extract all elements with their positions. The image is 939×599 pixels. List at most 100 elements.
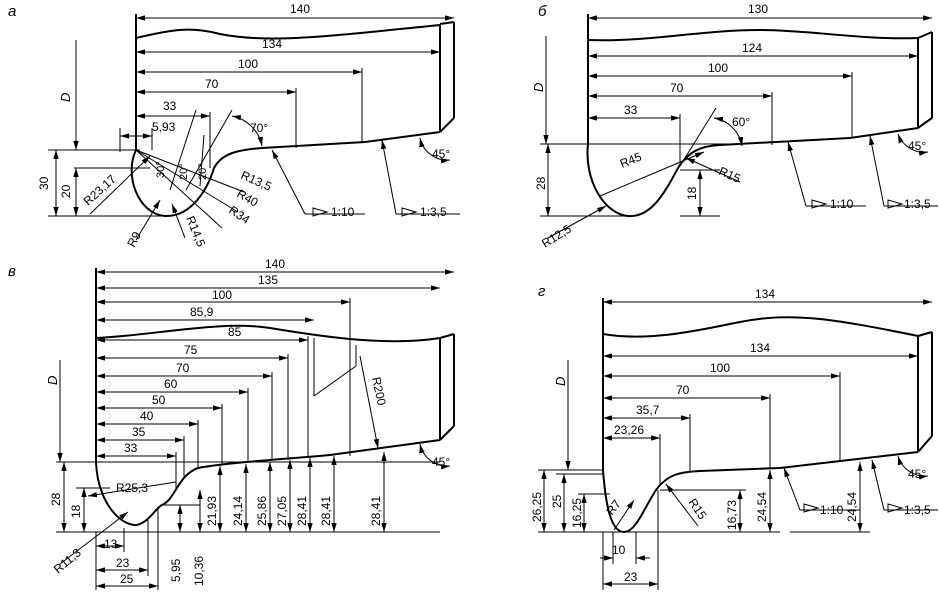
dim-a-20: 20 bbox=[59, 184, 73, 198]
rad-a-9: R9 bbox=[124, 229, 144, 249]
dim-v-25: 25 bbox=[120, 572, 134, 586]
panel-a: а 140 134 100 70 33 5,93 D 30 bbox=[8, 2, 460, 249]
dim-v-85: 85 bbox=[228, 325, 242, 339]
panel-a-top-profile bbox=[135, 24, 441, 40]
dim-a-593: 5,93 bbox=[152, 120, 176, 134]
panel-v: в 140 135 100 85,9 85 75 70 60 50 bbox=[8, 257, 455, 590]
ang-v-45: 45° bbox=[432, 455, 450, 469]
dim-b-70: 70 bbox=[670, 81, 684, 95]
ang-a-30: 30° bbox=[155, 161, 167, 178]
taper-g-2: 1:3,5 bbox=[904, 503, 931, 517]
dim-v-18: 18 bbox=[69, 504, 83, 518]
dim-g-2625: 26,25 bbox=[530, 492, 544, 522]
dim-g-2454a: 24,54 bbox=[755, 492, 769, 522]
dim-g-2326: 23,26 bbox=[614, 423, 644, 437]
taper-a-2: 1:3,5 bbox=[420, 205, 447, 219]
dim-v-2841c: 28,41 bbox=[369, 496, 383, 526]
dim-g-2454b: 24,54 bbox=[845, 492, 859, 522]
ang-a-45: 45° bbox=[432, 147, 450, 161]
panel-a-bottom-profile bbox=[130, 131, 441, 218]
rad-g-15: R15 bbox=[686, 496, 710, 522]
dim-g-357: 35,7 bbox=[636, 403, 660, 417]
dim-g-70: 70 bbox=[676, 383, 690, 397]
dim-v-2414: 24,14 bbox=[231, 496, 245, 526]
dim-g-1673: 16,73 bbox=[725, 500, 739, 530]
dim-v-595: 5,95 bbox=[169, 558, 183, 582]
panel-b-label: б bbox=[538, 3, 547, 20]
dim-b-28: 28 bbox=[534, 176, 548, 190]
dim-a-33: 33 bbox=[163, 99, 177, 113]
panel-v-label: в bbox=[8, 263, 16, 280]
dim-v-2705: 27,05 bbox=[275, 496, 289, 526]
taper-b-icon-2 bbox=[887, 199, 904, 209]
dim-v-859: 85,9 bbox=[190, 305, 214, 319]
dim-a-100: 100 bbox=[238, 57, 258, 71]
dim-v-75: 75 bbox=[184, 343, 198, 357]
rad-b-45: R45 bbox=[618, 149, 644, 170]
dim-a-70: 70 bbox=[205, 77, 219, 91]
rad-a-145: R14,5 bbox=[183, 214, 208, 249]
dim-v-100: 100 bbox=[212, 288, 232, 302]
dim-a-140: 140 bbox=[290, 2, 310, 16]
dim-b-130: 130 bbox=[748, 2, 768, 16]
panel-g-top-profile bbox=[602, 316, 919, 338]
dim-a-134: 134 bbox=[262, 37, 282, 51]
panel-a-label: а bbox=[8, 3, 16, 20]
panel-v-bottom-profile bbox=[95, 439, 441, 527]
ang-a-70: 70° bbox=[250, 121, 268, 135]
taper-a-icon-1 bbox=[312, 207, 329, 217]
taper-g-icon-2 bbox=[887, 503, 904, 513]
dim-g-10: 10 bbox=[612, 543, 626, 557]
dim-v-13: 13 bbox=[104, 537, 118, 551]
ang-a-20b: 20° bbox=[197, 163, 209, 180]
ang-b-45: 45° bbox=[908, 139, 926, 153]
rad-v-200: R200 bbox=[369, 376, 389, 407]
ang-b-60: 60° bbox=[732, 115, 750, 129]
dim-g-D: D bbox=[553, 377, 568, 386]
dim-v-35: 35 bbox=[132, 425, 146, 439]
dim-v-40: 40 bbox=[140, 409, 154, 423]
dim-g-134a: 134 bbox=[755, 287, 775, 301]
dim-g-134b: 134 bbox=[750, 341, 770, 355]
dim-g-25: 25 bbox=[550, 494, 564, 508]
taper-g-icon-1 bbox=[803, 503, 820, 513]
taper-b-icon-1 bbox=[811, 199, 828, 209]
taper-a-icon-2 bbox=[401, 207, 418, 217]
taper-b-2: 1:3,5 bbox=[904, 197, 931, 211]
panel-g: г 134 134 100 70 35,7 23,26 D 26,25 25 bbox=[530, 283, 938, 590]
dim-v-2586: 25,86 bbox=[255, 496, 269, 526]
rad-b-125: R12,5 bbox=[539, 222, 574, 251]
dim-v-2841b: 28,41 bbox=[319, 496, 333, 526]
taper-b-1: 1:10 bbox=[830, 197, 854, 211]
dim-v-135: 135 bbox=[258, 273, 278, 287]
dim-v-1036: 10,36 bbox=[192, 556, 206, 586]
panel-g-bottom-profile bbox=[602, 451, 919, 534]
dim-v-140: 140 bbox=[265, 257, 285, 271]
panel-g-label: г bbox=[538, 283, 546, 300]
dim-b-33: 33 bbox=[624, 103, 638, 117]
taper-a-1: 1:10 bbox=[331, 205, 355, 219]
panel-b: б 130 124 100 70 33 D 28 18 R45 R15 bbox=[531, 2, 938, 251]
rad-v-253: R25,3 bbox=[116, 481, 148, 495]
dim-v-70: 70 bbox=[176, 361, 190, 375]
dim-a-D: D bbox=[58, 93, 73, 102]
taper-g-1: 1:10 bbox=[820, 503, 844, 517]
dim-b-D: D bbox=[531, 83, 546, 92]
dim-v-28: 28 bbox=[49, 492, 63, 506]
rad-a-2317: R23,17 bbox=[81, 172, 119, 209]
dim-v-60: 60 bbox=[164, 377, 178, 391]
dim-v-2193: 21,93 bbox=[205, 496, 219, 526]
panel-b-bottom-profile bbox=[586, 127, 919, 218]
dim-v-50: 50 bbox=[152, 393, 166, 407]
dim-b-100: 100 bbox=[708, 61, 728, 75]
rad-b-15: R15 bbox=[717, 164, 743, 186]
dim-a-30: 30 bbox=[37, 176, 51, 190]
panel-v-top-profile bbox=[95, 324, 441, 343]
dim-b-124: 124 bbox=[742, 41, 762, 55]
dim-b-18: 18 bbox=[685, 186, 699, 200]
panel-b-top-profile bbox=[587, 28, 919, 42]
dim-g-23: 23 bbox=[624, 570, 638, 584]
dim-v-33: 33 bbox=[124, 441, 138, 455]
dim-v-D: D bbox=[45, 376, 60, 385]
